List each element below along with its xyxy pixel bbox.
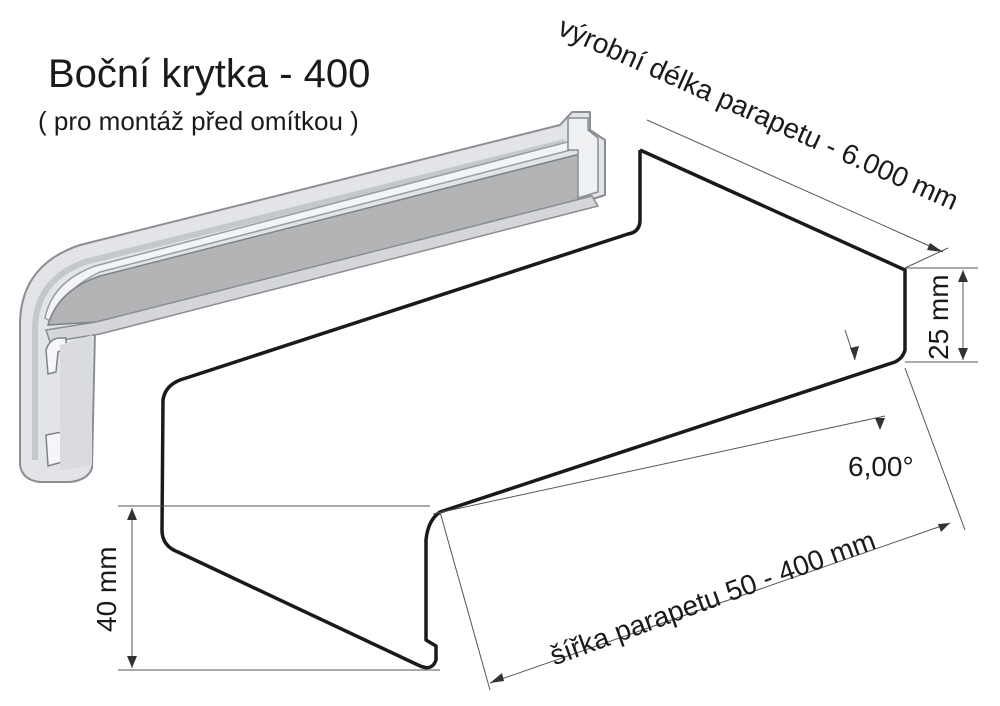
front-height-dimension-label: 40 mm (91, 546, 122, 632)
side-cap-clip-lower (45, 431, 63, 467)
slope-angle-label: 6,00° (848, 451, 914, 482)
side-cap-end-face (567, 117, 599, 200)
drawing-title: Boční krytka - 400 (48, 52, 371, 96)
sill-profile-outline (160, 148, 907, 670)
side-cap-edge (32, 139, 566, 460)
drawing-subtitle: ( pro montáž před omítkou ) (38, 106, 359, 136)
dimension-lines (118, 119, 978, 691)
dimension-arrowheads (127, 243, 968, 683)
back-height-dimension-label: 25 mm (923, 274, 954, 360)
side-cap-illustration (19, 111, 606, 483)
side-cap-inner-face (60, 335, 92, 470)
